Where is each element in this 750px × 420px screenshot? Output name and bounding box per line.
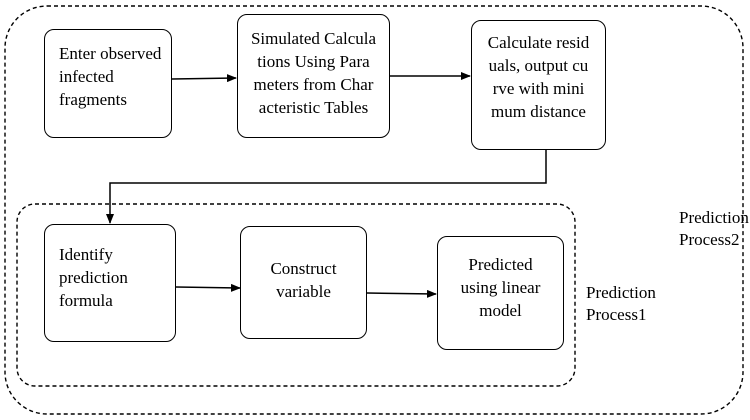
arrow-identify-to-construct	[175, 283, 241, 292]
calculate-residuals-box: Calculate resid uals, output cu rve with…	[471, 20, 606, 150]
inner-process1-container	[16, 203, 576, 387]
identify-formula-box: Identify prediction formula	[44, 224, 176, 342]
arrow-enter-to-simulated	[171, 74, 237, 83]
simulated-line-3: meters from Char	[253, 75, 374, 94]
arrow-residuals-to-identify	[106, 150, 547, 224]
identify-line-1: Identify	[59, 245, 113, 264]
process2-line-2: Process2	[679, 230, 740, 249]
residuals-line-2: uals, output cu	[488, 56, 589, 75]
enter-fragments-box: Enter observed infected fragments	[44, 29, 172, 138]
simulated-calculations-box: Simulated Calcula tions Using Para meter…	[237, 14, 390, 138]
residuals-line-3: rve with mini	[492, 79, 585, 98]
simulated-line-2: tions Using Para	[257, 52, 370, 71]
process1-line-1: Prediction	[586, 283, 656, 302]
process1-line-2: Process1	[586, 305, 647, 324]
process2-label: Prediction Process2	[679, 207, 749, 251]
predicted-line-1: Predicted	[468, 255, 533, 274]
enter-line-2: infected	[59, 67, 114, 86]
construct-line-2: variable	[276, 282, 331, 301]
simulated-line-4: acteristic Tables	[258, 98, 369, 117]
identify-line-2: prediction	[59, 268, 128, 287]
predicted-line-3: model	[479, 301, 522, 320]
residuals-line-4: mum distance	[491, 102, 586, 121]
arrow-construct-to-predicted	[366, 289, 437, 298]
process1-label: Prediction Process1	[586, 282, 656, 326]
construct-line-1: Construct	[270, 259, 337, 278]
outer-process2-container	[4, 5, 744, 415]
identify-line-3: formula	[59, 291, 113, 310]
simulated-line-1: Simulated Calcula	[250, 29, 377, 48]
enter-line-1: Enter observed	[59, 44, 162, 63]
predicted-line-2: using linear	[460, 278, 541, 297]
construct-variable-box: Construct variable	[240, 226, 367, 339]
process2-line-1: Prediction	[679, 208, 749, 227]
predicted-linear-model-box: Predicted using linear model	[437, 236, 564, 350]
residuals-line-1: Calculate resid	[487, 33, 590, 52]
enter-line-3: fragments	[59, 90, 127, 109]
